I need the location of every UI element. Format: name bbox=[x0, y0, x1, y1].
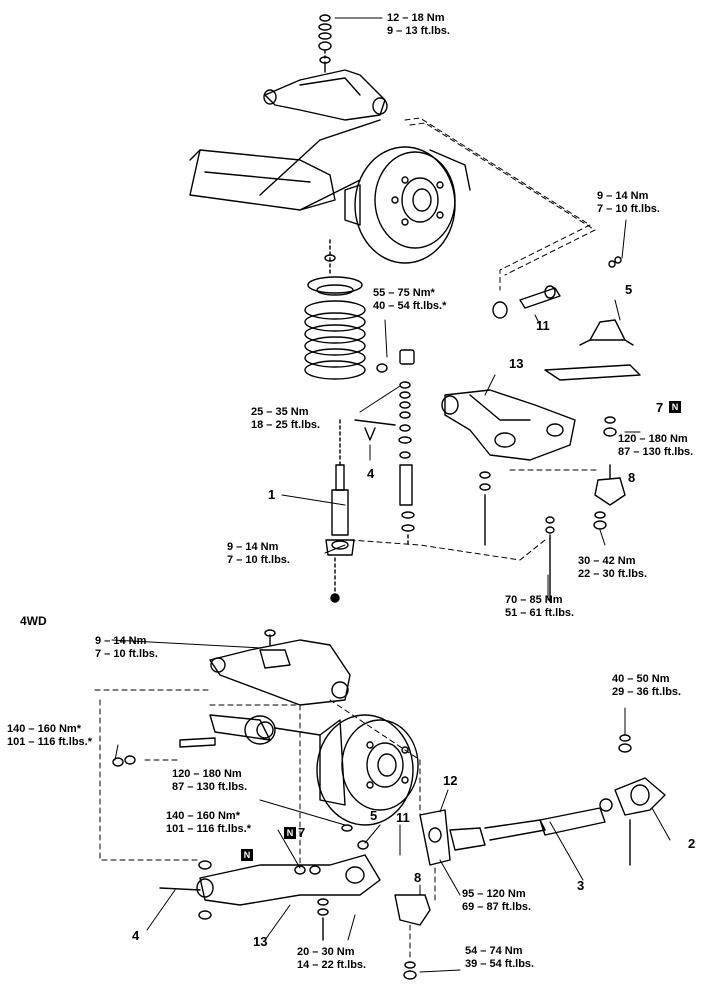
leader-lines-bottom bbox=[111, 639, 671, 973]
torque-4wd-small-bolt: 20 – 30 Nm 14 – 22 ft.lbs. bbox=[297, 946, 366, 972]
torque-bushing-bolt: 55 – 75 Nm* 40 – 54 ft.lbs.* bbox=[373, 287, 446, 313]
frame-rail bbox=[189, 119, 381, 211]
callout-2: 2 bbox=[688, 836, 696, 851]
torque-ftlbs: 40 – 54 ft.lbs.* bbox=[373, 300, 447, 312]
torque-nm: 40 – 50 Nm bbox=[612, 673, 670, 685]
upper-nut-stack bbox=[318, 14, 332, 59]
torque-ftlbs: 69 – 87 ft.lbs. bbox=[462, 901, 532, 913]
ball-joint bbox=[593, 416, 626, 530]
callout-13-4wd: 13 bbox=[253, 934, 268, 949]
torque-ftlbs: 14 – 22 ft.lbs. bbox=[297, 959, 367, 971]
torque-nm: 55 – 75 Nm* bbox=[373, 287, 435, 299]
torque-upper-nut: 12 – 18 Nm 9 – 13 ft.lbs. bbox=[387, 12, 450, 38]
callout-11: 11 bbox=[536, 318, 550, 333]
torque-nm: 120 – 180 Nm bbox=[618, 433, 688, 445]
brake-disc-4wd bbox=[316, 714, 419, 826]
callout-4: 4 bbox=[367, 466, 375, 481]
torque-tie-rod-top: 9 – 14 Nm 7 – 10 ft.lbs. bbox=[597, 190, 660, 216]
torque-ftlbs: 101 – 116 ft.lbs.* bbox=[7, 736, 92, 748]
new-part-badge-4wd-b: N bbox=[241, 849, 253, 861]
lower-control-arm bbox=[441, 389, 576, 461]
torque-4wd-shaft-mount: 40 – 50 Nm 29 – 36 ft.lbs. bbox=[612, 673, 681, 699]
torque-ftlbs: 22 – 30 ft.lbs. bbox=[578, 568, 648, 580]
torque-ftlbs: 9 – 13 ft.lbs. bbox=[387, 25, 450, 37]
drive-shaft-4wd bbox=[209, 714, 321, 745]
callout-4-4wd: 4 bbox=[132, 928, 140, 943]
torque-ftlbs: 87 – 130 ft.lbs. bbox=[172, 781, 248, 793]
torque-4wd-ball-joint: 54 – 74 Nm 39 – 54 ft.lbs. bbox=[465, 945, 534, 971]
axle-tube-4wd bbox=[539, 734, 666, 866]
torque-ftlbs: 39 – 54 ft.lbs. bbox=[465, 958, 535, 970]
callout-5: 5 bbox=[625, 282, 633, 297]
torque-ftlbs: 18 – 25 ft.lbs. bbox=[251, 419, 321, 431]
routing-lines-4wd bbox=[94, 689, 436, 961]
torque-4wd-upper-ball: 120 – 180 Nm 87 – 130 ft.lbs. bbox=[172, 768, 247, 794]
callout-13: 13 bbox=[509, 356, 524, 371]
pivot-bolts bbox=[479, 471, 555, 601]
torque-ball-joint-top: 120 – 180 Nm 87 – 130 ft.lbs. bbox=[618, 433, 693, 459]
torque-ftlbs: 7 – 10 ft.lbs. bbox=[597, 203, 660, 215]
torque-4wd-strut-bolt: 95 – 120 Nm 69 – 87 ft.lbs. bbox=[462, 888, 531, 914]
torque-nm: 20 – 30 Nm bbox=[297, 946, 355, 958]
torque-ftlbs: 7 – 10 ft.lbs. bbox=[227, 554, 290, 566]
torque-nm: 54 – 74 Nm bbox=[465, 945, 523, 957]
torque-nm: 140 – 160 Nm* bbox=[7, 723, 81, 735]
new-part-badge: N bbox=[669, 401, 681, 413]
callout-11-4wd: 11 bbox=[396, 810, 410, 825]
callout-8-4wd: 8 bbox=[414, 870, 422, 885]
torque-nm: 9 – 14 Nm bbox=[95, 635, 147, 647]
bushing-stack bbox=[354, 349, 415, 546]
steering-knuckle-4wd bbox=[419, 809, 546, 866]
torque-arm-pivot: 70 – 85 Nm 51 – 61 ft.lbs. bbox=[505, 594, 574, 620]
upper-control-arm bbox=[263, 56, 388, 121]
torque-shock-lower: 9 – 14 Nm 7 – 10 ft.lbs. bbox=[227, 541, 290, 567]
lower-arm-4wd bbox=[159, 854, 381, 920]
torque-spring-link: 25 – 35 Nm 18 – 25 ft.lbs. bbox=[251, 406, 320, 432]
callout-7: 7 bbox=[656, 400, 664, 415]
callout-7-4wd: 7 bbox=[298, 825, 306, 840]
callout-5-4wd: 5 bbox=[370, 808, 378, 823]
torque-ball-joint-bottom: 30 – 42 Nm 22 – 30 ft.lbs. bbox=[578, 555, 647, 581]
torque-nm: 95 – 120 Nm bbox=[462, 888, 526, 900]
stabilizer-link bbox=[492, 256, 641, 381]
torque-nm: 140 – 160 Nm* bbox=[166, 810, 240, 822]
torque-ftlbs: 7 – 10 ft.lbs. bbox=[95, 648, 158, 660]
callout-1: 1 bbox=[268, 487, 276, 502]
new-part-badge-4wd-a: N bbox=[284, 827, 296, 839]
routing-lines bbox=[349, 117, 601, 561]
brake-disc bbox=[344, 146, 471, 264]
torque-nm: 9 – 14 Nm bbox=[597, 190, 649, 202]
torque-ftlbs: 101 – 116 ft.lbs.* bbox=[166, 823, 251, 835]
callout-8: 8 bbox=[628, 470, 636, 485]
torque-nm: 120 – 180 Nm bbox=[172, 768, 242, 780]
torque-4wd-lower-pivot: 140 – 160 Nm* 101 – 116 ft.lbs.* bbox=[7, 723, 92, 749]
callout-12-4wd: 12 bbox=[443, 773, 458, 788]
torque-ftlbs: 87 – 130 ft.lbs. bbox=[618, 446, 694, 458]
section-label-4wd: 4WD bbox=[20, 614, 47, 628]
torque-4wd-upper-arm: 9 – 14 Nm 7 – 10 ft.lbs. bbox=[95, 635, 158, 661]
coil-spring bbox=[304, 239, 366, 380]
torque-nm: 25 – 35 Nm bbox=[251, 406, 309, 418]
torque-4wd-lower-pivot-2: 140 – 160 Nm* 101 – 116 ft.lbs.* bbox=[166, 810, 251, 836]
upper-arm-4wd bbox=[209, 629, 351, 706]
torque-nm: 70 – 85 Nm bbox=[505, 594, 563, 606]
torque-ftlbs: 29 – 36 ft.lbs. bbox=[612, 686, 682, 698]
torque-nm: 9 – 14 Nm bbox=[227, 541, 279, 553]
leader-lines-top bbox=[281, 17, 641, 601]
torque-nm: 12 – 18 Nm bbox=[387, 12, 445, 24]
callout-3: 3 bbox=[577, 878, 585, 893]
shock-absorber bbox=[325, 419, 355, 603]
torque-ftlbs: 51 – 61 ft.lbs. bbox=[505, 607, 575, 619]
torque-nm: 30 – 42 Nm bbox=[578, 555, 636, 567]
